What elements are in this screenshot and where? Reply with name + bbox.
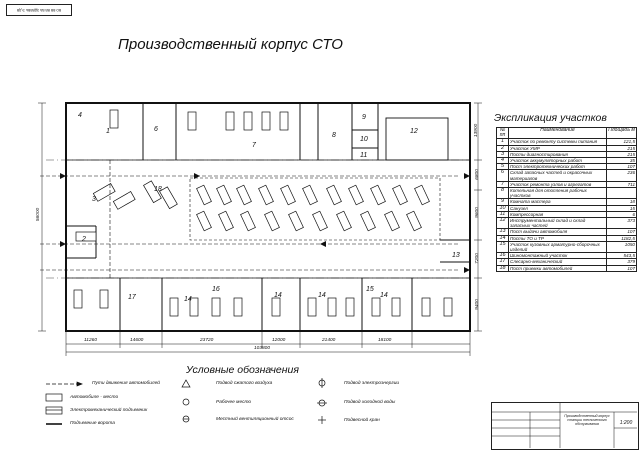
room-number: 8: [332, 132, 336, 139]
table-cell-area: 373: [606, 217, 637, 230]
explication-title: Экспликация участков: [494, 112, 607, 124]
room-number: 17: [128, 294, 136, 301]
room-number: 16: [212, 286, 220, 293]
room-number: 11: [360, 152, 368, 159]
dimension-label: 56000: [36, 207, 42, 222]
dimension-label: 11260: [84, 338, 97, 343]
table-cell-area: 379: [606, 258, 637, 266]
room-number: 15: [366, 286, 374, 293]
column-header: Площадь м: [606, 126, 637, 140]
room-number: 12: [410, 128, 418, 135]
legend-item: Подвесной кран: [344, 418, 380, 423]
table-cell-n: 15: [496, 240, 509, 254]
table-cell-name: Котельная для отопления рабочих участков: [508, 187, 607, 200]
legend-item: Подвод холодной воды: [344, 400, 396, 405]
table-cell-area: 236: [606, 169, 637, 182]
total-dimension: 103800: [254, 346, 271, 351]
title-block-scale: 1:200: [619, 420, 633, 426]
dimension-label: 12000: [272, 338, 286, 343]
room-number: 9: [362, 114, 366, 121]
table-cell-n: 12: [496, 217, 509, 230]
legend-item: Электромеханический подъемник: [70, 408, 148, 413]
room-number: 14: [318, 292, 326, 299]
room-number: 14: [380, 292, 388, 299]
room-number: 2: [82, 236, 86, 243]
dimension-label: 9400: [474, 299, 480, 310]
legend-item: Подвод электроэнергии: [344, 381, 400, 386]
room-number: 1: [106, 128, 110, 135]
dimension-label: 13900: [474, 123, 480, 138]
legend-title: Условные обозначения: [186, 364, 299, 376]
dimension-label: 14600: [130, 338, 144, 343]
column-header: № пп: [496, 126, 509, 140]
outer-wall: [65, 102, 471, 332]
table-cell-area: 543,5: [606, 252, 637, 260]
legend-item: Автомобиле - место: [70, 395, 119, 400]
legend-item: Подвод сжатого воздуха: [216, 381, 273, 386]
dimension-label: 9600: [474, 207, 480, 218]
room-number: 13: [452, 252, 460, 259]
table-cell-n: 8: [496, 187, 509, 200]
dimension-label: 18100: [378, 338, 392, 343]
table-cell-area: [606, 187, 637, 200]
column-header: Наименование: [508, 126, 607, 140]
legend-item: Пути движения автомобилей: [92, 381, 160, 386]
dimension-label: 7200: [474, 253, 480, 264]
room-number: 7: [252, 142, 256, 149]
room-number: 14: [274, 292, 282, 299]
legend-item: Подъемные ворота: [70, 421, 115, 426]
dimension-label: 23720: [200, 338, 214, 343]
dimension-label: 21400: [322, 338, 336, 343]
table-cell-name: Участок кузовных арматурно-сборочных изд…: [508, 240, 607, 254]
table-cell-n: 6: [496, 169, 509, 182]
room-number: 3: [92, 196, 96, 203]
room-number: 10: [360, 136, 368, 143]
title-block-name: Производственный корпус станции техничес…: [564, 414, 610, 426]
table-header-row: № пп Наименование Площадь м: [496, 126, 637, 140]
table-cell-name: Склад запасных частей и окрасочных матер…: [508, 169, 607, 182]
room-number: 14: [184, 296, 192, 303]
legend-item: Рабочее место: [216, 400, 252, 405]
room-number: 4: [78, 112, 82, 119]
room-number: 18: [154, 186, 162, 193]
table-cell-n: 18: [496, 264, 509, 272]
title-block: [491, 402, 639, 450]
page-title: Производственный корпус СТО: [118, 36, 343, 53]
table-cell-area: 1182,5: [606, 234, 637, 242]
table-cell-name: Инструментальный склад и склад запасных …: [508, 217, 607, 230]
table-cell-area: 1050: [606, 240, 637, 254]
table-cell-name: Пост приемки автомобилей: [508, 264, 607, 272]
room-number: 6: [154, 126, 158, 133]
dimension-label: 6800: [474, 169, 480, 180]
table-cell-name: Участок по ремонту системы питания: [508, 138, 607, 146]
legend-item: Местный вентиляционный отсос: [216, 417, 294, 422]
table-cell-area: 107: [606, 264, 637, 272]
